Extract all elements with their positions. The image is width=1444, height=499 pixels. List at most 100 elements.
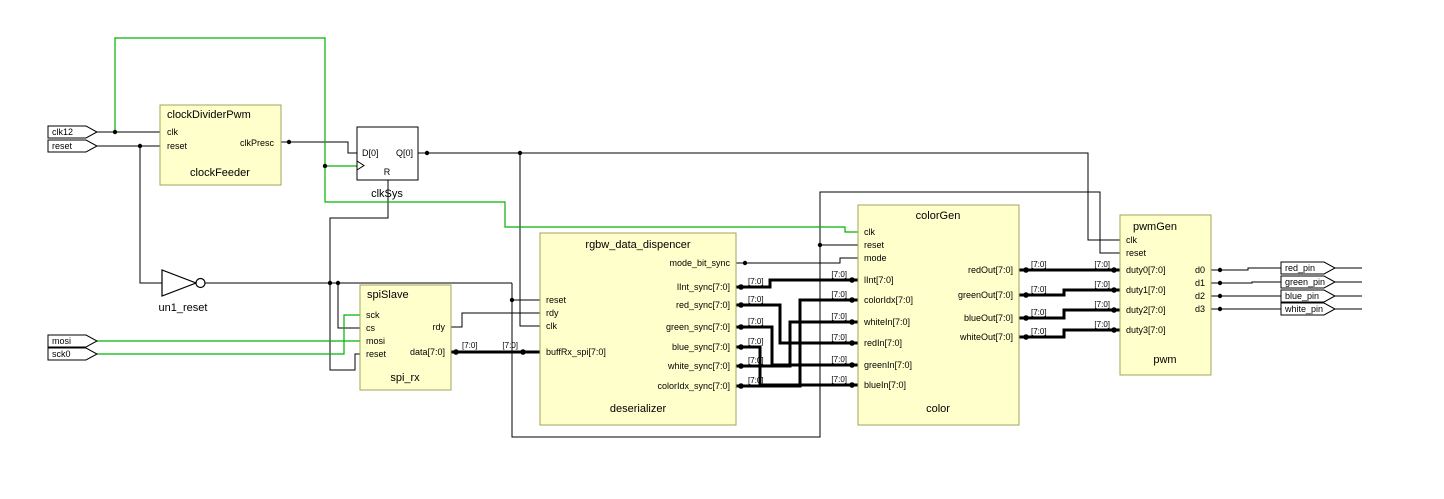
block-type-label: rgbw_data_dispencer [585,239,691,251]
bus-width-label: [7:0] [831,290,847,299]
wire-sck0[interactable] [97,314,360,355]
port-label-duty2: duty2[7:0] [1126,305,1166,315]
bus-width-label: [7:0] [831,270,847,279]
junction-dot [335,280,341,286]
wire-ff-reset[interactable] [329,180,389,283]
bus-dot [738,363,744,369]
input-pin-clk12: clk12 [47,125,99,139]
wire-resetn-spi[interactable] [329,283,360,371]
input-pin-label: sck0 [52,349,71,359]
port-label-clk: clk [167,127,178,137]
port-label-reset: reset [1126,248,1147,258]
bus-dot [1023,267,1029,273]
wire-resetn-deserializer[interactable] [511,283,540,301]
block-pwm-body[interactable] [1119,214,1212,376]
input-pin-label: reset [52,141,73,151]
bus-dot [738,344,744,350]
input-pin-label: clk12 [52,127,73,137]
port-label-whitein: whiteIn[7:0] [863,317,910,327]
port-label-d0: d0 [1195,265,1205,275]
instance-label: pwm [1153,354,1176,366]
bus-coloridx-sync[interactable] [736,298,858,388]
bus-width-label: [7:0] [462,341,478,350]
output-pin-label: white_pin [1284,304,1323,314]
output-pin-shape[interactable] [1280,275,1337,289]
bus-width-label: [7:0] [748,317,764,326]
wire-d0[interactable] [1211,267,1281,271]
buses [451,268,1120,388]
bus-blueout[interactable] [1019,308,1120,320]
port-label-rdy: rdy [432,322,445,332]
port-label-d3: d3 [1195,304,1205,314]
bus-dot [849,362,855,368]
block-spi-rx-body[interactable] [359,284,452,391]
port-label-whiteout: whiteOut[7:0] [959,332,1013,342]
port-label-duty1: duty1[7:0] [1126,285,1166,295]
bus-dot [849,319,855,325]
inverter-triangle-icon[interactable] [161,269,198,297]
port-label-reset: reset [546,295,567,305]
input-pin-shape[interactable] [47,334,99,348]
input-pin-shape[interactable] [47,125,99,139]
bus-white-sync[interactable] [736,320,858,368]
port-label-bluein: blueIn[7:0] [864,380,906,390]
port-label-white-sync: white_sync[7:0] [667,361,730,371]
port-label-clk: clk [546,321,557,331]
bus-dot [1111,307,1117,313]
junction-dot [509,297,515,303]
bus-width-label: [7:0] [1094,320,1110,329]
junction-dot [112,129,118,135]
block-color-body[interactable] [857,204,1020,426]
bus-lint-sync[interactable] [736,278,858,289]
wire-d1[interactable] [1211,281,1281,284]
block-pwm: pwmGen clk reset duty0[7:0] duty1[7:0] d… [1119,214,1212,376]
output-pin-white: white_pin [1280,302,1337,316]
block-type-label: spiSlave [367,289,409,301]
port-label-clkpresc: clkPresc [240,138,275,148]
output-pin-label: blue_pin [1285,291,1319,301]
bus-dot [849,297,855,303]
bus-red-sync[interactable] [736,303,858,345]
wire-mode[interactable] [736,257,858,264]
port-label-green-sync: green_sync[7:0] [666,322,730,332]
bus-width-label: [7:0] [831,312,847,321]
wire-clkpresc[interactable] [281,141,357,154]
block-clksys-flipflop: D[0] Q[0] R clkSys [356,126,419,200]
block-deserializer-body[interactable] [539,232,737,426]
block-spi-rx: spiSlave sck cs mosi reset rdy data[7:0]… [359,284,452,391]
port-label-buffrx-spi: buffRx_spi[7:0] [546,347,606,357]
bus-dot [849,277,855,283]
bus-width-label: [7:0] [502,341,518,350]
input-pin-shape[interactable] [47,347,99,361]
wire-cs[interactable] [337,283,360,329]
output-pin-red: red_pin [1280,261,1337,275]
junction-dot [1217,293,1223,299]
input-pin-reset: reset [47,139,99,153]
wire-reset-to-inverter[interactable] [139,146,162,284]
flipflop-body[interactable] [356,126,419,181]
output-pin-shape[interactable] [1280,302,1337,316]
wire-resetn-loop[interactable] [511,191,1120,438]
wire-rdy[interactable] [451,312,540,328]
output-pin-shape[interactable] [1280,261,1337,275]
inverter-un1-reset: un1_reset [159,269,207,314]
wire-clk-deserializer[interactable] [519,153,540,327]
wire-clk12-clocknet[interactable] [114,37,858,233]
port-label-lint: lInt[7:0] [864,275,894,285]
block-type-label: colorGen [916,210,961,222]
bus-whiteout[interactable] [1019,328,1120,339]
port-label-rdy: rdy [546,308,559,318]
instance-label: spi_rx [390,372,420,384]
output-pin-shape[interactable] [1280,289,1337,303]
output-pin-green: green_pin [1280,275,1337,289]
input-pin-shape[interactable] [47,139,99,153]
wire-clksys-q[interactable] [418,152,1120,241]
instance-label: color [926,403,950,415]
port-label-red-sync: red_sync[7:0] [676,300,730,310]
block-clockfeeder-body[interactable] [159,104,282,186]
bus-width-label: [7:0] [748,356,764,365]
instance-label: clockFeeder [190,167,250,179]
bus-green-sync[interactable] [736,325,858,367]
bus-greenout[interactable] [1019,288,1120,297]
